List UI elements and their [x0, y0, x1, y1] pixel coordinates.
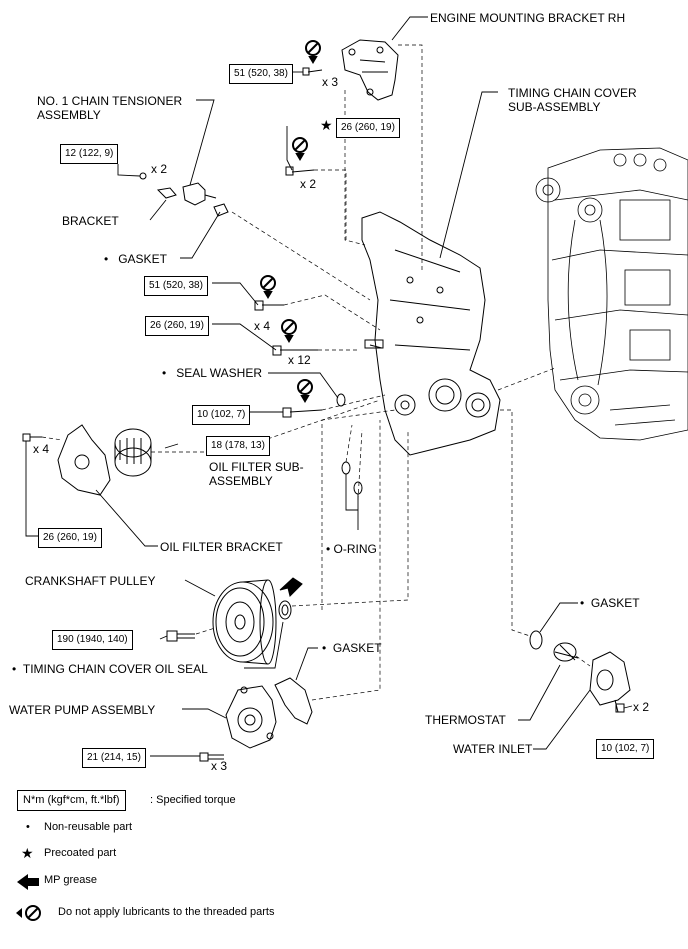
oil-seal-art	[278, 600, 292, 620]
label-seal-washer: • SEAL WASHER	[162, 366, 262, 380]
torque-box-water-pump: 21 (214, 15)	[82, 748, 146, 768]
label-water-inlet: WATER INLET	[453, 742, 533, 756]
legend-torque-box: N*m (kgf*cm, ft.*lbf)	[17, 790, 126, 811]
water-pump-gasket-art	[274, 677, 313, 725]
label-gasket-thermostat: • GASKET	[580, 596, 640, 610]
torque-box-crank-bolt: 190 (1940, 140)	[52, 630, 133, 650]
torque-box-oil-filter: 18 (178, 13)	[206, 436, 270, 456]
oil-filter-art	[114, 428, 152, 477]
water-inlet-art	[589, 651, 631, 713]
engine-mounting-bracket	[341, 39, 399, 101]
qty-cover-bolts-51: x 4	[254, 319, 271, 333]
qty-water-inlet-nuts: x 2	[633, 700, 650, 714]
oil-seal-text: TIMING CHAIN COVER OIL SEAL	[22, 662, 208, 676]
label-crankshaft-pulley: CRANKSHAFT PULLEY	[25, 574, 156, 588]
legend-torque-desc: : Specified torque	[150, 794, 236, 806]
label-gasket-tensioner: • GASKET	[104, 252, 167, 266]
label-chain-tensioner-2: ASSEMBLY	[37, 108, 101, 122]
nonreusable-bullet: •	[104, 252, 109, 266]
qty-bracket-bolts: x 3	[322, 75, 339, 89]
timing-chain-cover	[361, 211, 501, 456]
label-oil-filter-1: OIL FILTER SUB-	[209, 460, 304, 474]
thermostat-gasket-art	[529, 630, 543, 650]
water-pump-art	[225, 685, 277, 749]
thermostat-art	[553, 642, 579, 662]
qty-cover-bolts-26: x 12	[288, 353, 311, 367]
label-timing-chain-cover-2: SUB-ASSEMBLY	[508, 100, 601, 114]
torque-box-cover-bolt-51: 51 (520, 38)	[144, 276, 208, 296]
legend-icons	[16, 874, 41, 921]
nonreusable-bullet: •	[326, 542, 331, 556]
nonreusable-bullet: •	[580, 596, 585, 610]
torque-box-cover-bolt-26: 26 (260, 19)	[145, 316, 209, 336]
label-thermostat: THERMOSTAT	[425, 713, 506, 727]
qty-water-pump-bolts: x 3	[211, 759, 228, 773]
torque-box-tensioner-bolt: 12 (122, 9)	[60, 144, 119, 164]
o-ring-text: O-RING	[333, 542, 377, 556]
label-oil-seal: • TIMING CHAIN COVER OIL SEAL	[12, 662, 208, 676]
qty-precoated-bolts: x 2	[300, 177, 317, 191]
label-timing-chain-cover-1: TIMING CHAIN COVER	[508, 86, 637, 100]
label-oil-filter-2: ASSEMBLY	[209, 474, 273, 488]
no-lube-symbols	[260, 40, 321, 403]
chain-tensioner	[139, 172, 229, 217]
gasket-text: GASKET	[332, 641, 382, 655]
gasket-text: GASKET	[118, 252, 167, 266]
label-gasket-water-pump: • GASKET	[322, 641, 382, 655]
legend-precoated: Precoated part	[44, 847, 117, 859]
nonreusable-bullet: •	[322, 641, 327, 655]
legend-nonreusable: Non-reusable part	[44, 821, 133, 833]
nonreusable-bullet: •	[162, 366, 167, 380]
oil-filter-bracket-art	[22, 424, 111, 496]
seal-washer-text: SEAL WASHER	[176, 366, 263, 380]
legend-mp-grease: MP grease	[44, 874, 97, 886]
engine-block	[535, 147, 688, 441]
qty-tensioner-bolts: x 2	[151, 162, 168, 176]
water-pump-bolt	[199, 752, 224, 762]
legend-bullet-icon: •	[26, 821, 30, 833]
label-oil-filter-bracket: OIL FILTER BRACKET	[160, 540, 283, 554]
precoated-star-icon: ★	[320, 117, 333, 133]
torque-box-cover-bolt-10: 10 (102, 7)	[192, 405, 251, 425]
torque-box-precoated-bolt: 26 (260, 19)	[336, 118, 400, 138]
torque-box-oil-filter-bracket: 26 (260, 19)	[38, 528, 102, 548]
o-ring-2	[353, 481, 363, 495]
crankshaft-pulley-art	[212, 579, 277, 665]
dashed-lines	[41, 44, 591, 701]
label-bracket: BRACKET	[62, 214, 119, 228]
legend-star-icon: ★	[21, 845, 34, 861]
qty-oil-filter-bracket-bolts: x 4	[33, 442, 50, 456]
mp-grease-arrow	[279, 577, 303, 597]
leader-lines	[25, 16, 633, 757]
o-ring-1	[341, 461, 351, 475]
label-chain-tensioner-1: NO. 1 CHAIN TENSIONER	[37, 94, 183, 108]
torque-box-bracket-bolt: 51 (520, 38)	[229, 64, 293, 84]
label-engine-mounting-bracket: ENGINE MOUNTING BRACKET RH	[430, 11, 626, 25]
bolts-upper	[254, 67, 383, 418]
torque-box-water-inlet: 10 (102, 7)	[596, 739, 655, 759]
crank-bolt	[166, 630, 195, 642]
label-water-pump: WATER PUMP ASSEMBLY	[9, 703, 156, 717]
label-o-ring: • O-RING	[326, 542, 377, 556]
nonreusable-bullet: •	[12, 662, 17, 676]
legend-no-lube: Do not apply lubricants to the threaded …	[58, 906, 275, 918]
gasket-text: GASKET	[590, 596, 640, 610]
